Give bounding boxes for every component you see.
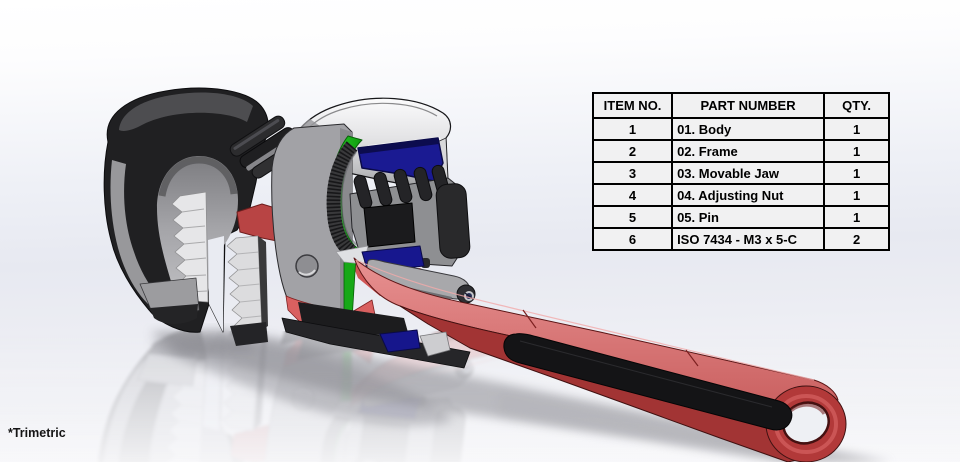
bom-item-no: 6: [591, 227, 674, 251]
bom-row[interactable]: 6 ISO 7434 - M3 x 5-C 2: [591, 227, 890, 251]
bom-qty: 1: [823, 117, 890, 141]
bom-row[interactable]: 3 03. Movable Jaw 1: [591, 161, 890, 185]
bom-qty: 1: [823, 183, 890, 207]
bom-row[interactable]: 1 01. Body 1: [591, 117, 890, 141]
bom-part-number: 03. Movable Jaw: [671, 161, 826, 185]
bom-item-no: 2: [591, 139, 674, 163]
body-underside[interactable]: [281, 302, 471, 369]
pipe-wrench-model[interactable]: [103, 87, 847, 462]
heel-jaw-teeth[interactable]: [226, 235, 268, 346]
bom-item-no: 1: [591, 117, 674, 141]
bom-part-number: 01. Body: [671, 117, 826, 141]
view-orientation-label: *Trimetric: [8, 426, 66, 440]
bom-qty: 1: [823, 139, 890, 163]
bom-header-part: PART NUMBER: [671, 92, 826, 119]
bom-part-number: ISO 7434 - M3 x 5-C: [671, 227, 826, 251]
bom-header-item: ITEM NO.: [591, 92, 674, 119]
bom-item-no: 5: [591, 205, 674, 229]
bom-part-number: 05. Pin: [671, 205, 826, 229]
movable-jaw-part[interactable]: [349, 164, 471, 268]
bom-row[interactable]: 4 04. Adjusting Nut 1: [591, 183, 890, 207]
bom-part-number: 04. Adjusting Nut: [671, 183, 826, 207]
bom-qty: 1: [823, 205, 890, 229]
bom-header-row: ITEM NO. PART NUMBER QTY.: [591, 92, 890, 119]
bom-item-no: 4: [591, 183, 674, 207]
bom-item-no: 3: [591, 161, 674, 185]
bom-qty: 1: [823, 161, 890, 185]
handle-grip-inset[interactable]: [503, 333, 793, 431]
handle-body-part[interactable]: [353, 257, 847, 462]
bom-row[interactable]: 2 02. Frame 1: [591, 139, 890, 163]
bom-part-number: 02. Frame: [671, 139, 826, 163]
bom-table[interactable]: ITEM NO. PART NUMBER QTY. 1 01. Body 1 2…: [591, 92, 890, 251]
hook-jaw-part[interactable]: [103, 87, 269, 333]
bom-row[interactable]: 5 05. Pin 1: [591, 205, 890, 229]
bom-qty: 2: [823, 227, 890, 251]
hanging-hole: [782, 401, 830, 445]
bom-header-qty: QTY.: [823, 92, 890, 119]
adjusting-nut-part[interactable]: [326, 141, 358, 258]
